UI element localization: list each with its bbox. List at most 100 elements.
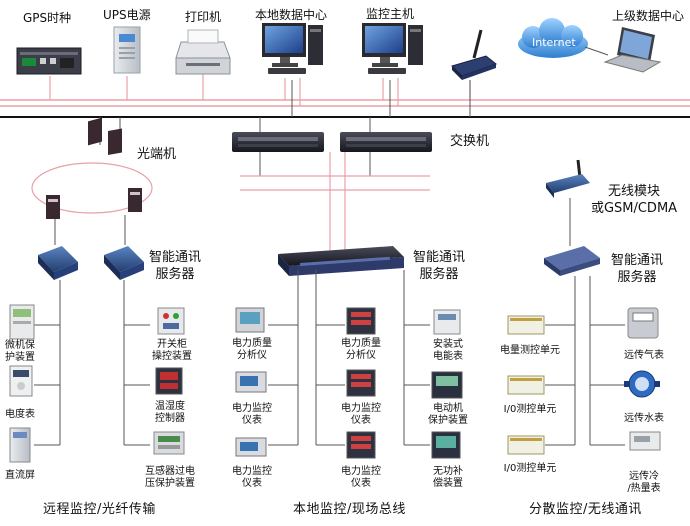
laptop-icon	[603, 27, 662, 73]
monitor-host-icon	[362, 23, 423, 74]
label-line: 电动机	[433, 403, 463, 414]
field-buses	[59, 270, 591, 445]
heat-meter-label: 远传冷 /热量表	[614, 471, 674, 495]
surge-protector-label: 互感器过电 压保护装置	[136, 466, 204, 490]
ups-label: UPS电源	[103, 8, 151, 22]
dc-panel-label: 直流屏	[0, 470, 40, 482]
power-meter-2b-icon	[346, 431, 376, 459]
internet-label: Internet	[532, 36, 576, 49]
server-right-line2: 服务器	[617, 270, 657, 285]
label-line: 远传水表	[624, 413, 664, 424]
motor-protection-label: 电动机 保护装置	[418, 403, 478, 427]
footer-wireless: 分散监控/无线通讯	[529, 502, 642, 517]
switch-links	[259, 117, 371, 176]
switch-1-icon	[232, 132, 324, 152]
label-line: 互感器过电	[145, 466, 195, 477]
label-line: 分析仪	[346, 350, 376, 361]
power-meter-2a-label: 电力监控 仪表	[331, 403, 391, 427]
label-line: 操控装置	[152, 351, 192, 362]
label-line: 电力监控	[232, 466, 272, 477]
gps-clock-icon	[16, 47, 82, 75]
pq-analyzer-1-label: 电力质量 分析仪	[222, 338, 282, 362]
energy-meter-label: 电度表	[0, 409, 40, 421]
heat-meter-icon	[629, 431, 661, 451]
label-line: 护装置	[5, 352, 35, 363]
printer-icon	[175, 29, 231, 75]
wireless-module-line1: 无线模块	[607, 184, 660, 199]
server-right-label: 智能通讯 服务器	[604, 252, 670, 286]
energy-control-unit-icon	[507, 315, 545, 335]
label-line: 微机保	[5, 340, 35, 351]
panel-energy-meter-icon	[433, 309, 461, 335]
server-right-icon	[544, 246, 600, 276]
server-left-line1: 智能通讯	[148, 250, 201, 265]
label-line: 无功补	[433, 466, 463, 477]
ups-icon	[113, 26, 141, 74]
power-meter-1b-label: 电力监控 仪表	[222, 466, 282, 490]
switchgear-control-label: 开关柜 操控装置	[142, 339, 202, 363]
power-meter-1a-icon	[235, 371, 267, 393]
io-control-unit-2-label: I/0测控单元	[503, 463, 557, 474]
label-line: /热量表	[627, 483, 661, 494]
switch-2-icon	[340, 132, 432, 152]
server-center-line1: 智能通讯	[412, 250, 465, 265]
wireless-router-icon	[451, 29, 498, 80]
label-line: 安装式	[433, 339, 463, 350]
surge-protector-icon	[153, 431, 185, 455]
optical-transceiver-icons	[46, 117, 142, 219]
gas-meter-icon	[627, 307, 659, 339]
server-center-label: 智能通讯 服务器	[406, 249, 472, 283]
switchgear-control-icon	[157, 307, 185, 335]
wireless-module-label: 无线模块 或GSM/CDMA	[584, 183, 684, 217]
energy-meter-icon	[9, 365, 33, 397]
microprocessor-protection-icon	[9, 304, 35, 340]
switch-red-lines	[240, 152, 430, 250]
var-compensation-label: 无功补 偿装置	[418, 466, 478, 490]
field-branches	[34, 324, 625, 446]
gps-label: GPS时种	[23, 11, 72, 25]
label-line: 压保护装置	[145, 478, 195, 489]
var-compensation-icon	[431, 431, 461, 459]
label-line: 电力监控	[341, 466, 381, 477]
label-line: 分析仪	[237, 350, 267, 361]
label-line: 电力质量	[341, 338, 381, 349]
label-line: 直流屏	[5, 470, 35, 481]
power-meter-1a-label: 电力监控 仪表	[222, 403, 282, 427]
server-center-icon	[278, 246, 404, 276]
footer-local: 本地监控/现场总线	[293, 502, 406, 517]
local-datacenter-label: 本地数据中心	[255, 8, 328, 22]
power-meter-2a-icon	[346, 369, 376, 397]
label-line: 开关柜	[157, 339, 187, 350]
server-right-line1: 智能通讯	[610, 253, 663, 268]
monitor-host-label: 监控主机	[366, 7, 415, 21]
dc-panel-icon	[9, 427, 31, 463]
gas-meter-label: 远传气表	[614, 350, 674, 362]
server-left-2-icon	[104, 246, 144, 280]
label-line: 电度表	[5, 409, 35, 420]
server-left-1-icon	[38, 246, 78, 280]
energy-control-unit-label: 电量测控单元	[500, 345, 560, 356]
upper-datacenter-label: 上级数据中心	[612, 9, 685, 23]
io-control-unit-1-label: I/0测控单元	[503, 404, 557, 415]
microprocessor-protection-label: 微机保 护装置	[0, 340, 40, 364]
power-meter-1b-icon	[235, 437, 267, 457]
label-line: 控制器	[155, 413, 185, 424]
water-meter-label: 远传水表	[614, 413, 674, 425]
label-line: 电能表	[433, 351, 463, 362]
panel-energy-meter-label: 安装式 电能表	[418, 339, 478, 363]
temp-humidity-label: 温湿度 控制器	[140, 401, 200, 425]
label-line: 仪表	[351, 478, 371, 489]
server-left-label: 智能通讯 服务器	[142, 249, 208, 283]
printer-label: 打印机	[185, 10, 222, 24]
label-line: 仪表	[351, 415, 371, 426]
power-quality-analyzer-1-icon	[235, 307, 265, 333]
label-line: 电力质量	[232, 338, 272, 349]
power-quality-analyzer-2-icon	[346, 307, 376, 335]
label-line: 温湿度	[155, 401, 185, 412]
wireless-module-line2: 或GSM/CDMA	[590, 201, 678, 216]
pq-analyzer-2-label: 电力质量 分析仪	[331, 338, 391, 362]
label-line: 电力监控	[341, 403, 381, 414]
optical-label: 光端机	[137, 147, 177, 162]
motor-protection-icon	[431, 371, 463, 399]
